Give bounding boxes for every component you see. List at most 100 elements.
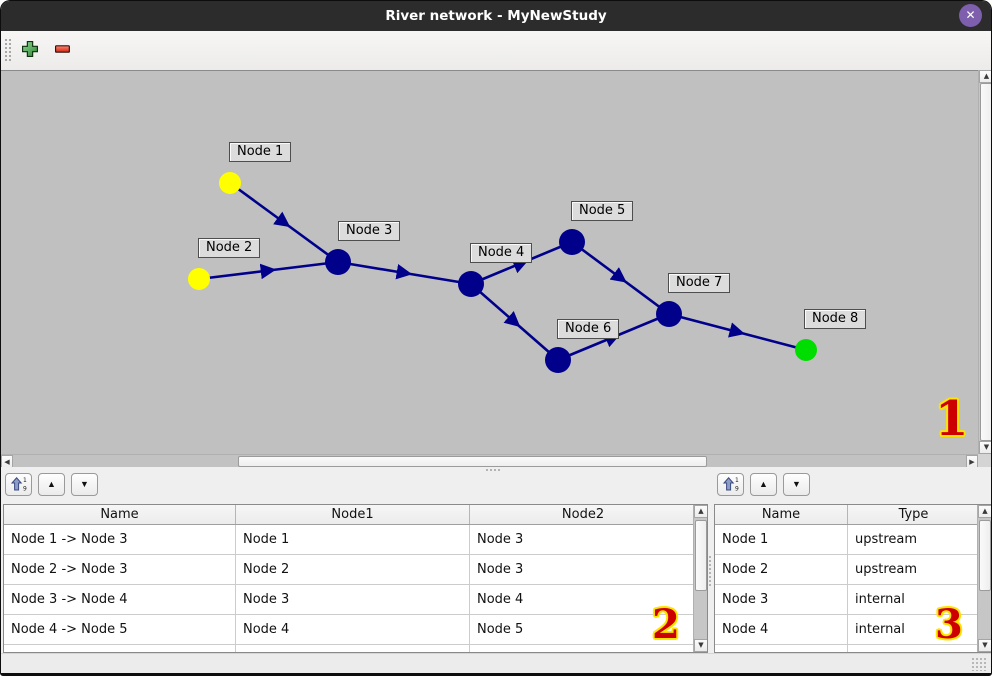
node-2[interactable] [188, 268, 210, 290]
close-icon: ✕ [965, 8, 976, 22]
nodes-move-down-button[interactable]: ▼ [783, 473, 810, 496]
titlebar: River network - MyNewStudy ✕ [1, 1, 991, 31]
step-annotation-2: 2 [652, 601, 680, 648]
table-cell[interactable]: Node 3 -> Node 4 [4, 584, 236, 615]
node-label[interactable]: Node 1 [229, 142, 292, 162]
scrollbar-thumb[interactable] [695, 520, 707, 591]
table-cell[interactable]: Node 1 [235, 524, 470, 555]
table-cell[interactable]: Node 4 [235, 614, 470, 645]
canvas-vertical-scrollbar[interactable]: ▲ ▼ [978, 70, 991, 454]
remove-node-button[interactable] [50, 37, 76, 63]
node-label[interactable]: Node 4 [470, 243, 533, 263]
links-table-scrollbar[interactable]: ▲ ▼ [693, 505, 707, 652]
column-header[interactable]: Node2 [469, 505, 697, 525]
network-canvas[interactable]: Node 1 Node 2 Node 3 Node 4 Node 5 Node 6 Node… [1, 70, 978, 454]
scrollbar-thumb[interactable] [980, 83, 991, 441]
node-6[interactable] [545, 347, 571, 373]
table-cell[interactable]: upstream [847, 554, 980, 585]
scroll-down-button[interactable]: ▼ [694, 639, 707, 652]
network-edge[interactable] [668, 312, 807, 352]
network-edge[interactable] [470, 240, 573, 286]
table-cell[interactable]: Node 2 -> Node 3 [4, 554, 236, 585]
svg-text:9: 9 [23, 485, 27, 492]
window-resize-grip[interactable] [971, 657, 987, 671]
table-cell[interactable]: Node 2 [715, 554, 848, 585]
network-edge[interactable] [337, 260, 472, 286]
nodes-move-up-button[interactable]: ▲ [750, 473, 777, 496]
node-label[interactable]: Node 7 [668, 273, 731, 293]
node-1[interactable] [219, 172, 241, 194]
scroll-up-button[interactable]: ▲ [978, 505, 991, 518]
table-cell[interactable]: upstream [847, 524, 980, 555]
step-annotation-3: 3 [935, 601, 963, 648]
status-bar [1, 653, 991, 673]
scrollbar-thumb[interactable] [979, 520, 991, 591]
links-move-down-button[interactable]: ▼ [71, 473, 98, 496]
table-cell[interactable]: Node 4 [715, 614, 848, 645]
node-label[interactable]: Node 5 [571, 201, 634, 221]
links-move-up-button[interactable]: ▲ [38, 473, 65, 496]
network-edge[interactable] [470, 283, 559, 361]
table-cell[interactable]: internal [847, 614, 980, 645]
node-5[interactable] [559, 229, 585, 255]
node-4[interactable] [458, 271, 484, 297]
table-cell[interactable]: Node 4 [469, 584, 697, 615]
node-label[interactable]: Node 6 [557, 319, 620, 339]
column-header[interactable]: Type [847, 505, 980, 525]
links-sort-button[interactable]: 1 9 [5, 473, 32, 496]
table-cell[interactable]: Node 3 [715, 584, 848, 615]
table-cell[interactable]: Node 1 [715, 524, 848, 555]
close-button[interactable]: ✕ [959, 4, 982, 27]
triangle-up-icon: ▲ [698, 507, 704, 515]
add-node-button[interactable] [17, 37, 43, 63]
horizontal-splitter-handle[interactable] [485, 468, 501, 473]
table-cell[interactable]: Node 3 [469, 554, 697, 585]
network-diagram [188, 172, 817, 373]
node-7[interactable] [656, 301, 682, 327]
canvas-horizontal-scrollbar[interactable]: ◀ ▶ [1, 454, 978, 468]
network-edge[interactable] [229, 181, 339, 264]
scrollbar-thumb[interactable] [238, 456, 707, 467]
column-header[interactable]: Name [715, 505, 848, 525]
node-label[interactable]: Node 8 [804, 309, 867, 329]
vertical-splitter-handle[interactable] [708, 555, 713, 587]
table-cell[interactable]: Node 2 [235, 554, 470, 585]
scroll-down-button[interactable]: ▼ [978, 639, 991, 652]
toolbar-grip-handle[interactable] [4, 38, 12, 63]
node-3[interactable] [325, 249, 351, 275]
table-cell[interactable]: Node 3 [235, 584, 470, 615]
table-cell[interactable]: Node 5 [469, 614, 697, 645]
nodes-table-scrollbar[interactable]: ▲ ▼ [977, 505, 991, 652]
table-cell[interactable]: internal [847, 584, 980, 615]
node-8[interactable] [795, 339, 817, 361]
scroll-up-button[interactable]: ▲ [694, 505, 707, 518]
nodes-sort-button[interactable]: 1 9 [717, 473, 744, 496]
node-label[interactable]: Node 2 [198, 238, 261, 258]
scroll-up-button[interactable]: ▲ [979, 70, 991, 83]
node-label[interactable]: Node 3 [338, 221, 401, 241]
empty-row [4, 644, 697, 652]
network-edge[interactable] [198, 260, 339, 281]
column-header[interactable]: Name [4, 505, 236, 525]
network-edge[interactable] [571, 240, 670, 316]
table-cell[interactable]: Node 4 -> Node 5 [4, 614, 236, 645]
step-annotation-1: 1 [935, 391, 969, 447]
column-header[interactable]: Node1 [235, 505, 470, 525]
table-cell[interactable]: Node 3 [469, 524, 697, 555]
triangle-up-icon: ▲ [47, 479, 56, 489]
table-cell[interactable]: Node 1 -> Node 3 [4, 524, 236, 555]
scroll-down-button[interactable]: ▼ [979, 441, 991, 454]
